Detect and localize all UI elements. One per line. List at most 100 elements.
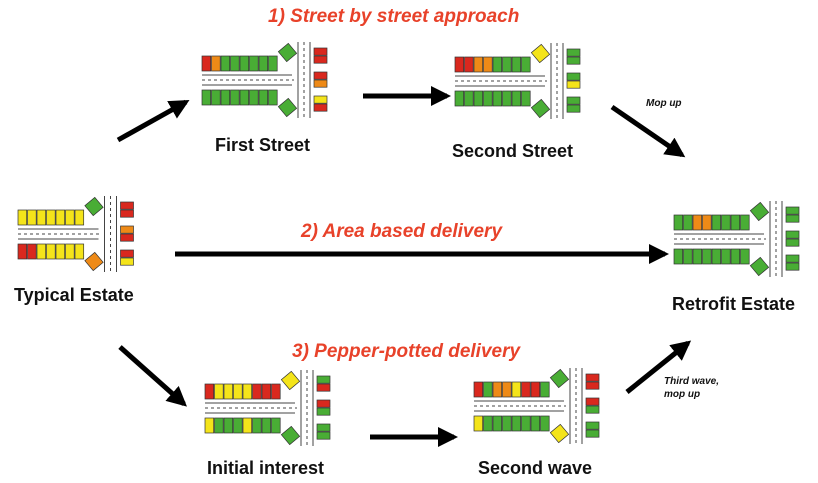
- house-bottom: [261, 417, 272, 434]
- house-right: [316, 407, 331, 416]
- house-top: [540, 381, 550, 398]
- house-bottom: [730, 248, 741, 265]
- house-top: [27, 209, 37, 226]
- house-bottom: [27, 243, 37, 260]
- house-top: [511, 381, 522, 398]
- label-second-wave: Second wave: [478, 458, 593, 478]
- house-bottom: [223, 417, 234, 434]
- house-corner-top: [530, 43, 551, 64]
- house-top: [683, 214, 693, 231]
- house-right: [785, 214, 800, 223]
- house-right: [313, 71, 328, 80]
- house-top: [492, 381, 503, 398]
- house-corner-top: [277, 42, 298, 63]
- house-bottom: [55, 243, 66, 260]
- house-bottom: [473, 90, 484, 107]
- house-right: [316, 399, 331, 408]
- house-top: [530, 381, 541, 398]
- label-retrofit-estate: Retrofit Estate: [672, 294, 796, 314]
- house-top: [454, 56, 465, 73]
- house-top: [511, 56, 522, 73]
- house-bottom: [65, 243, 75, 260]
- house-top: [223, 383, 234, 400]
- house-top: [473, 56, 484, 73]
- label-initial-interest: Initial interest: [207, 458, 325, 478]
- house-top: [673, 214, 684, 231]
- house-top: [36, 209, 47, 226]
- house-bottom: [239, 89, 250, 106]
- house-top: [220, 55, 231, 72]
- house-top: [211, 55, 221, 72]
- house-top: [204, 383, 215, 400]
- house-top: [692, 214, 703, 231]
- house-right: [313, 79, 328, 88]
- house-right: [313, 47, 328, 56]
- house-bottom: [233, 417, 243, 434]
- house-right: [566, 104, 581, 113]
- house-corner-bottom: [530, 98, 551, 119]
- heading-pepper-potted: 3) Pepper-potted delivery: [292, 341, 521, 362]
- house-right: [566, 80, 581, 89]
- house-right: [785, 238, 800, 247]
- house-top: [239, 55, 250, 72]
- house-top: [521, 381, 531, 398]
- house-top: [46, 209, 56, 226]
- house-bottom: [492, 415, 503, 432]
- house-bottom: [204, 417, 215, 434]
- house-top: [502, 56, 512, 73]
- house-right: [120, 233, 134, 242]
- house-bottom: [673, 248, 684, 265]
- house-right: [313, 95, 328, 104]
- house-right: [566, 56, 581, 65]
- house-right: [585, 373, 600, 382]
- house-top: [473, 381, 484, 398]
- house-bottom: [220, 89, 231, 106]
- house-bottom: [74, 243, 85, 260]
- house-right: [120, 257, 134, 266]
- house-top: [65, 209, 75, 226]
- house-right: [120, 209, 134, 218]
- house-bottom: [464, 90, 474, 107]
- house-right: [585, 397, 600, 406]
- house-right: [120, 225, 134, 234]
- house-top: [74, 209, 85, 226]
- typical-estate-plan: [17, 196, 134, 272]
- house-bottom: [473, 415, 484, 432]
- house-top: [261, 383, 272, 400]
- house-bottom: [242, 417, 253, 434]
- house-bottom: [211, 89, 221, 106]
- house-bottom: [252, 417, 262, 434]
- house-bottom: [740, 248, 750, 265]
- label-typical-estate: Typical Estate: [14, 285, 134, 305]
- house-bottom: [721, 248, 731, 265]
- house-top: [17, 209, 28, 226]
- house-bottom: [201, 89, 212, 106]
- house-corner-top: [549, 368, 570, 389]
- house-top: [502, 381, 512, 398]
- retrofit-estate-plan: [673, 201, 800, 277]
- second-street-plan: [454, 43, 581, 119]
- house-top: [711, 214, 722, 231]
- house-top: [464, 56, 474, 73]
- house-bottom: [521, 90, 531, 107]
- arrow-second-wave-to-retrofit: [625, 340, 692, 394]
- house-top: [214, 383, 224, 400]
- label-first-street: First Street: [215, 135, 311, 155]
- house-bottom: [230, 89, 240, 106]
- house-bottom: [683, 248, 693, 265]
- house-bottom: [502, 90, 512, 107]
- house-right: [316, 375, 331, 384]
- house-bottom: [692, 248, 703, 265]
- house-right: [120, 201, 134, 210]
- house-top: [483, 56, 493, 73]
- house-top: [233, 383, 243, 400]
- house-bottom: [530, 415, 541, 432]
- house-top: [252, 383, 262, 400]
- house-right: [785, 262, 800, 271]
- house-bottom: [511, 415, 522, 432]
- house-bottom: [249, 89, 259, 106]
- house-top: [258, 55, 269, 72]
- house-right: [316, 383, 331, 392]
- house-corner-top: [84, 196, 104, 217]
